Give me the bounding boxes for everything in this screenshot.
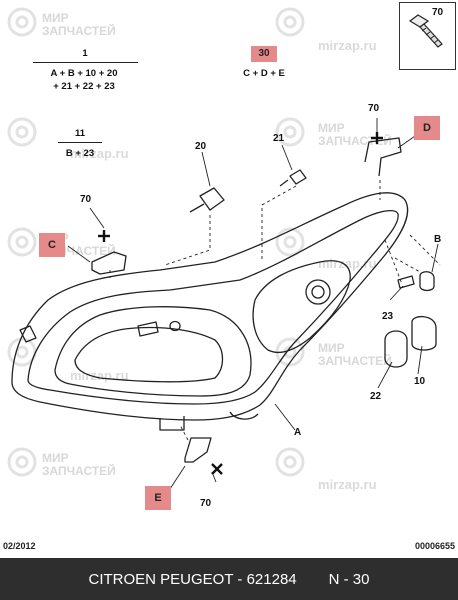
formula-30-top: 30 [251, 46, 277, 62]
part-10-label: 10 [414, 376, 426, 387]
formula-1-divider [33, 62, 138, 63]
formula-1-top: 1 [82, 48, 88, 59]
formula-11-divider [58, 142, 102, 143]
part-70-left-label: 70 [80, 194, 92, 205]
part-21-label: 21 [273, 133, 285, 144]
screw-icon [408, 14, 443, 48]
part-A-label: A [294, 427, 302, 438]
part-20-label: 20 [195, 141, 207, 152]
plus-marker-icon [98, 132, 383, 475]
part-B-label: B [434, 234, 442, 245]
footer-bar: CITROEN PEUGEOT - 621284 N - 30 [0, 558, 458, 600]
formula-11-line-1: B + 23 [65, 148, 95, 159]
footer-brand-part: CITROEN PEUGEOT - 621284 [88, 570, 297, 588]
watermark-url: mirzap.ru [318, 477, 377, 492]
part-22-label: 22 [370, 391, 382, 402]
ref-E-badge: E [145, 486, 171, 510]
watermark-url: mirzap.ru [318, 38, 377, 53]
formula-30-line-1: C + D + E [243, 68, 285, 79]
part-70-top-label: 70 [368, 103, 380, 114]
formula-1-line-2: + 21 + 22 + 23 [53, 81, 115, 92]
watermark-url: mirzap.ru [70, 146, 129, 161]
formula-11-top: 11 [74, 128, 86, 139]
ref-D-badge: D [414, 116, 440, 140]
watermark-logo-icon [7, 7, 305, 477]
part-70-inset: 70 [432, 7, 444, 18]
footer-code: 00006655 [414, 541, 455, 551]
inset-box: 70 [399, 2, 456, 70]
part-23-label: 23 [382, 311, 394, 322]
footer-page: N - 30 [328, 570, 370, 588]
part-70-bottom-label: 70 [200, 498, 212, 509]
footer-date: 02/2012 [3, 541, 36, 551]
ref-C-badge: C [39, 233, 65, 257]
formula-1-line-1: A + B + 10 + 20 [50, 68, 118, 79]
